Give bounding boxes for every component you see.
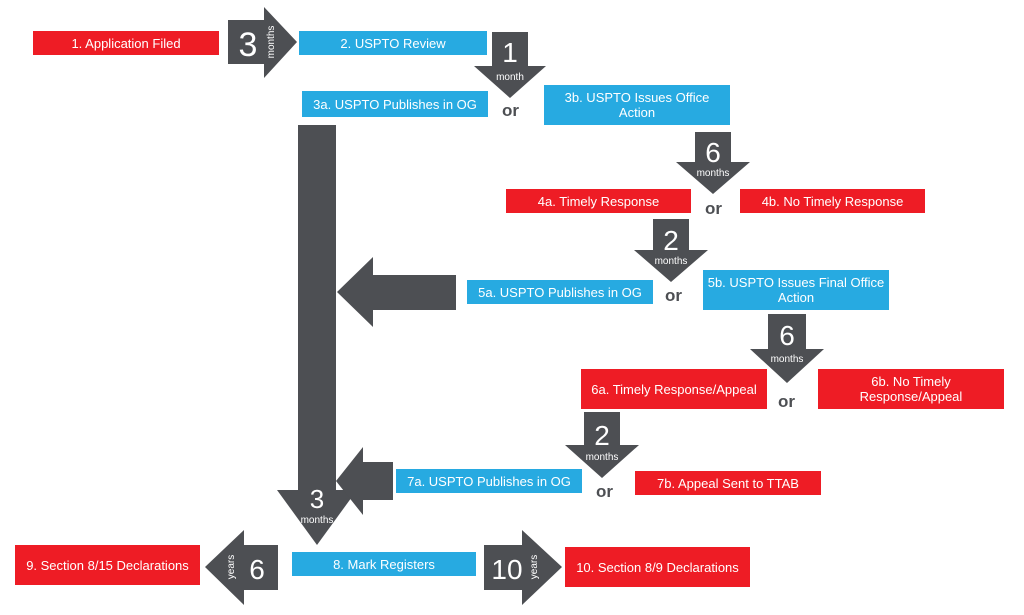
arrow-1-to-2 [228, 7, 297, 78]
arrow-2-down-number: 1 [502, 37, 518, 68]
box-timely-response-appeal-6a: 6a. Timely Response/Appeal [581, 369, 767, 409]
box-section-8-9-declarations: 10. Section 8/9 Declarations [565, 547, 750, 587]
or-connector-4: or [705, 199, 722, 218]
arrow-8-to-9-unit: years [226, 555, 237, 579]
arrow-3-months-unit: months [301, 515, 334, 526]
arrow-2-down-unit: month [496, 72, 524, 83]
box-application-filed: 1. Application Filed [33, 31, 219, 55]
box-uspto-review: 2. USPTO Review [299, 31, 487, 55]
arrow-8-to-10 [484, 530, 562, 605]
arrow-8-to-9-number: 6 [249, 554, 265, 585]
arrow-6a-down [565, 412, 639, 478]
arrow-2-down [474, 32, 546, 98]
main-vertical-shaft [298, 125, 336, 490]
box-office-action-3b: 3b. USPTO Issues Office Action [544, 85, 730, 125]
box-uspto-publishes-og-5a: 5a. USPTO Publishes in OG [467, 280, 653, 304]
box-final-office-action-5b: 5b. USPTO Issues Final Office Action [703, 270, 889, 310]
arrow-4a-down [634, 219, 708, 282]
arrow-5b-down-number: 6 [779, 320, 795, 351]
or-connector-3: or [502, 101, 519, 120]
arrow-4a-down-unit: months [655, 256, 688, 267]
arrow-8-to-9 [205, 530, 278, 605]
or-connector-5: or [665, 286, 682, 305]
box-uspto-publishes-og-3a: 3a. USPTO Publishes in OG [302, 91, 488, 117]
arrow-7a-left [336, 447, 393, 515]
box-no-timely-response-4b: 4b. No Timely Response [740, 189, 925, 213]
arrow-3b-down [676, 132, 750, 194]
box-section-8-15-declarations: 9. Section 8/15 Declarations [15, 545, 200, 585]
arrow-8-to-10-unit: years [529, 555, 540, 579]
box-mark-registers: 8. Mark Registers [292, 552, 476, 576]
box-uspto-publishes-og-7a: 7a. USPTO Publishes in OG [396, 469, 582, 493]
arrow-3b-down-number: 6 [705, 137, 721, 168]
or-connector-7: or [596, 482, 613, 501]
arrow-5b-down-unit: months [771, 354, 804, 365]
main-down-arrow [277, 490, 357, 545]
arrow-5b-down [750, 314, 824, 383]
box-appeal-sent-ttab-7b: 7b. Appeal Sent to TTAB [635, 471, 821, 495]
or-connector-6: or [778, 392, 795, 411]
arrow-1-to-2-unit: months [266, 26, 277, 59]
arrow-3b-down-unit: months [697, 168, 730, 179]
arrow-3-months-number: 3 [310, 484, 324, 514]
arrow-5a-left [337, 257, 456, 327]
arrow-8-to-10-number: 10 [491, 554, 522, 585]
arrow-6a-down-unit: months [586, 452, 619, 463]
arrow-6a-down-number: 2 [594, 420, 610, 451]
box-no-timely-response-appeal-6b: 6b. No Timely Response/Appeal [818, 369, 1004, 409]
arrow-4a-down-number: 2 [663, 225, 679, 256]
box-timely-response-4a: 4a. Timely Response [506, 189, 691, 213]
arrow-1-to-2-number: 3 [239, 26, 258, 64]
